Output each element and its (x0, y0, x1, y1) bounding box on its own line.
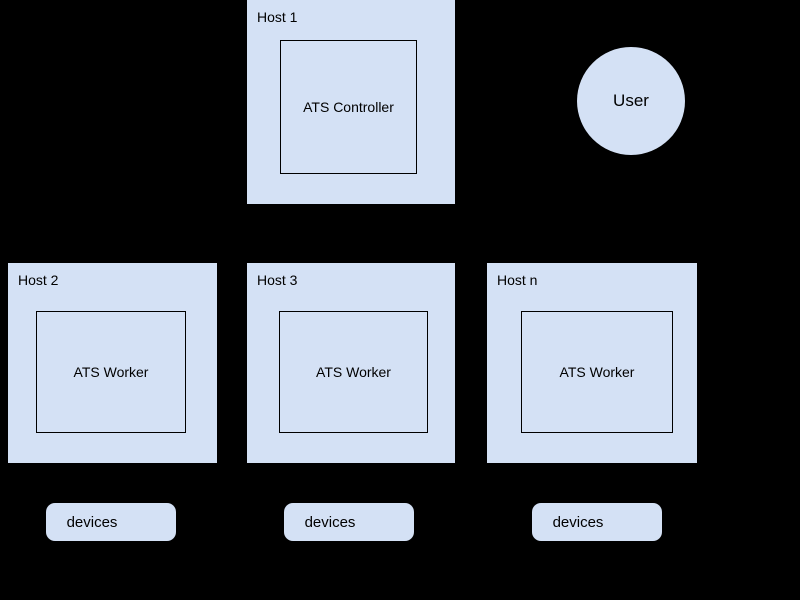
host-label-host-3: Host 3 (257, 272, 298, 288)
devices-sheet-front[interactable]: devices (284, 503, 376, 541)
devices-sheet-front[interactable]: devices (46, 503, 138, 541)
component-label-ats-worker-host-3: ATS Worker (316, 364, 391, 380)
component-label-ats-worker-host-n: ATS Worker (559, 364, 635, 380)
component-box-ats-worker-host-2[interactable]: ATS Worker (36, 311, 186, 433)
host-label-host-2: Host 2 (18, 272, 59, 288)
host-label-host-1: Host 1 (257, 9, 298, 25)
host-box-host-2[interactable]: Host 2 ATS Worker (8, 263, 217, 463)
component-box-ats-worker-host-n[interactable]: ATS Worker (521, 311, 673, 433)
devices-stack-host-3[interactable]: devices (284, 503, 414, 541)
devices-label-host-n: devices (552, 513, 604, 531)
actor-user-label: User (613, 91, 649, 110)
devices-label-host-3: devices (304, 513, 356, 531)
component-label-ats-controller: ATS Controller (303, 99, 394, 115)
host-box-host-1[interactable]: Host 1 ATS Controller (247, 0, 455, 204)
devices-stack-host-n[interactable]: devices (532, 503, 662, 541)
host-box-host-3[interactable]: Host 3 ATS Worker (247, 263, 455, 463)
component-box-ats-controller[interactable]: ATS Controller (280, 40, 417, 174)
host-label-host-n: Host n (497, 272, 538, 288)
devices-sheet-front[interactable]: devices (532, 503, 624, 541)
component-label-ats-worker-host-2: ATS Worker (73, 364, 149, 380)
component-box-ats-worker-host-3[interactable]: ATS Worker (279, 311, 428, 433)
host-box-host-n[interactable]: Host n ATS Worker (487, 263, 697, 463)
devices-label-host-2: devices (66, 513, 118, 531)
devices-stack-host-2[interactable]: devices (46, 503, 176, 541)
actor-user[interactable]: User (577, 47, 685, 155)
